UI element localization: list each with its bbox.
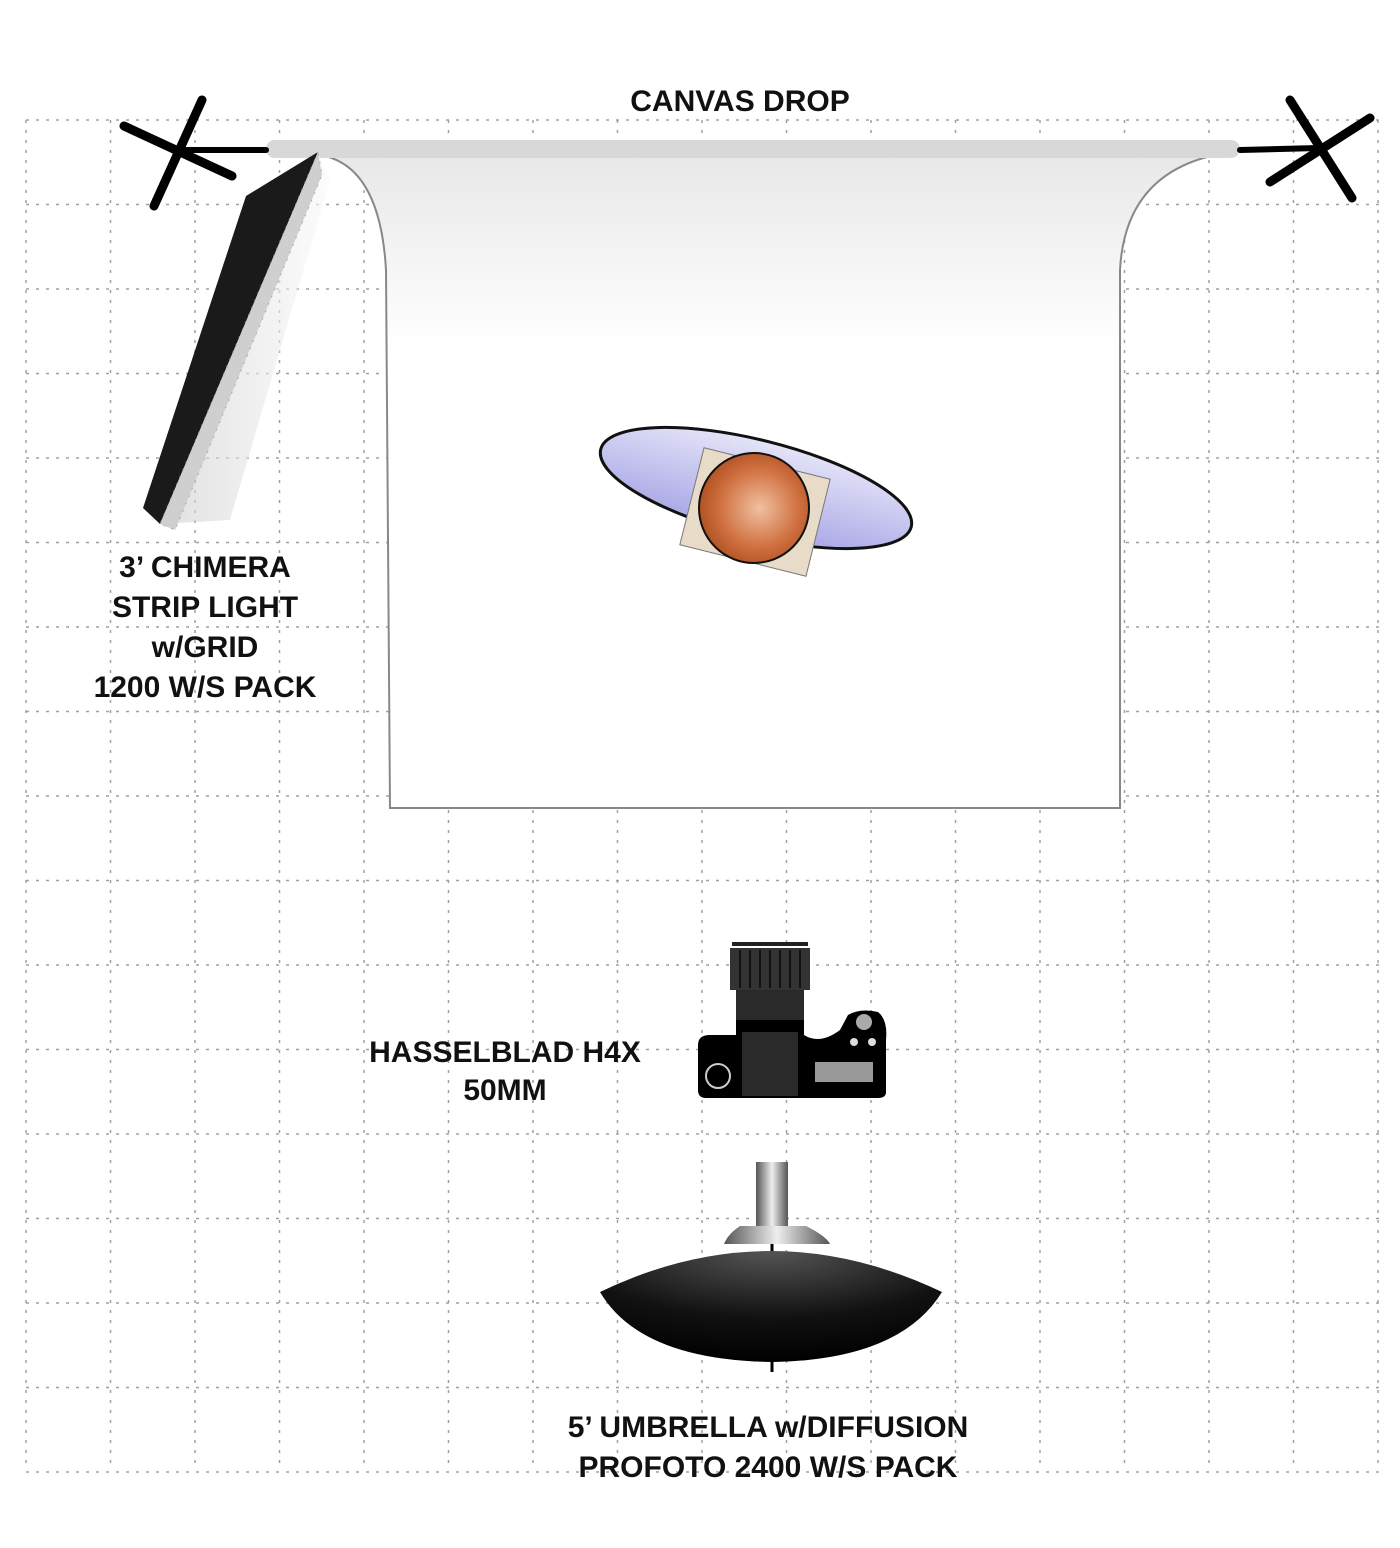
backdrop-crossbar [266, 140, 1240, 158]
camera-icon [698, 942, 887, 1098]
umbrella-label-line: PROFOTO 2400 W/S PACK [578, 1451, 958, 1484]
strip-light-label-line: STRIP LIGHT [111, 591, 299, 624]
camera-label-line: 50MM [463, 1074, 547, 1107]
camera-label-line: HASSELBLAD H4X [369, 1036, 641, 1069]
umbrella-light [600, 1162, 942, 1372]
camera-label: HASSELBLAD H4X 50MM [330, 1034, 680, 1110]
strip-light [143, 150, 330, 531]
backdrop-stand-right [1237, 95, 1375, 203]
strip-light-label-line: w/GRID [151, 631, 259, 664]
strip-light-label-line: 3’ CHIMERA [119, 551, 291, 584]
canvas-drop-label: CANVAS DROP [630, 85, 850, 118]
subject [598, 425, 914, 577]
strip-light-label: 3’ CHIMERA STRIP LIGHT w/GRID 1200 W/S P… [40, 548, 370, 708]
subject-head [698, 452, 810, 564]
umbrella-label-line: 5’ UMBRELLA w/DIFFUSION [567, 1411, 969, 1444]
backdrop-stand-left [119, 95, 269, 211]
strip-light-label-line: 1200 W/S PACK [93, 671, 317, 704]
umbrella-label: 5’ UMBRELLA w/DIFFUSION PROFOTO 2400 W/S… [518, 1408, 1018, 1488]
